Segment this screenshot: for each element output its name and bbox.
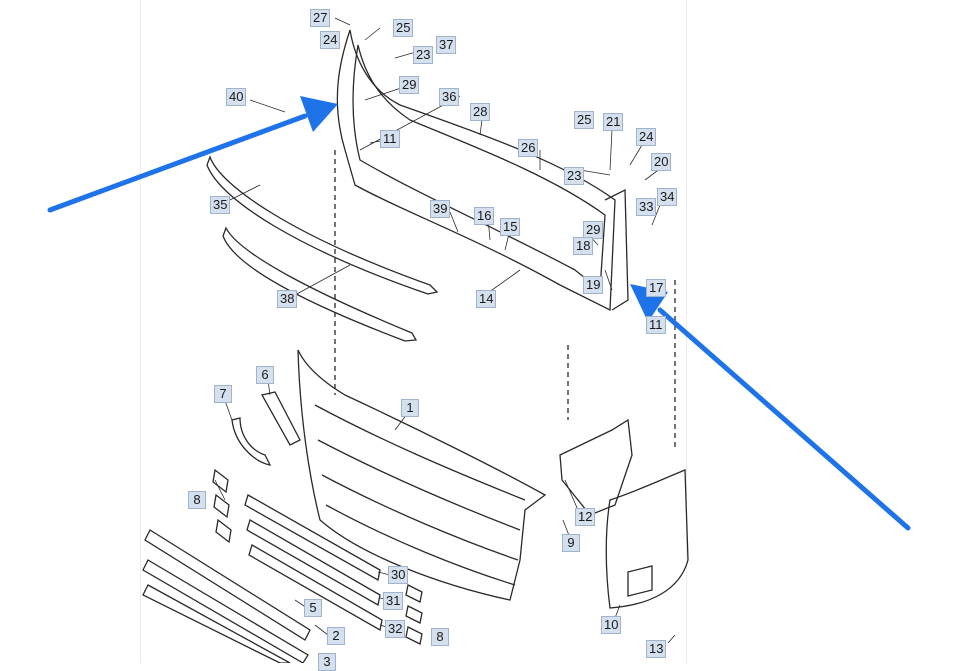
part-label-8: 8	[431, 628, 449, 646]
part-label-10: 10	[601, 616, 622, 634]
part-label-29: 29	[399, 76, 420, 94]
part-label-40: 40	[226, 88, 247, 106]
part-label-37: 37	[436, 36, 457, 54]
part-label-12: 12	[575, 508, 596, 526]
frame-right-post	[604, 188, 629, 311]
clips-right	[405, 584, 423, 645]
part-label-33: 33	[636, 198, 657, 216]
part-label-5: 5	[304, 599, 322, 617]
part-label-34: 34	[657, 188, 678, 206]
part-label-25: 25	[574, 111, 595, 129]
pointer-arrow-right	[630, 284, 911, 531]
part-label-30: 30	[388, 566, 409, 584]
corner-panel-10	[605, 469, 689, 609]
corner-panel-opening	[627, 565, 653, 597]
part-label-21: 21	[603, 113, 624, 131]
part-label-13: 13	[646, 640, 667, 658]
part-label-6: 6	[256, 366, 274, 384]
upper-frame-inner	[352, 44, 606, 292]
grille-slot-2	[317, 439, 521, 531]
parts-diagram-sheet	[140, 0, 687, 663]
part-label-3: 3	[318, 653, 336, 671]
part-label-15: 15	[500, 218, 521, 236]
side-trim-6	[261, 391, 301, 446]
part-label-35: 35	[210, 196, 231, 214]
part-label-25: 25	[393, 19, 414, 37]
lower-trim-bar-4	[142, 584, 291, 663]
part-label-27: 27	[310, 9, 331, 27]
part-label-14: 14	[476, 290, 497, 308]
part-label-32: 32	[385, 620, 406, 638]
pointer-arrow-left	[47, 96, 338, 213]
part-label-7: 7	[214, 385, 232, 403]
alignment-lines	[334, 150, 676, 450]
part-label-16: 16	[474, 207, 495, 225]
part-label-24: 24	[636, 128, 657, 146]
part-label-38: 38	[277, 290, 298, 308]
part-label-8: 8	[188, 491, 206, 509]
part-label-11: 11	[646, 316, 666, 334]
part-label-18: 18	[573, 237, 594, 255]
part-label-26: 26	[518, 139, 539, 157]
part-label-24: 24	[320, 31, 341, 49]
part-label-39: 39	[430, 200, 451, 218]
grille-panel	[297, 349, 547, 601]
part-label-36: 36	[439, 88, 460, 106]
part-label-2: 2	[327, 627, 345, 645]
upper-frame	[336, 29, 616, 312]
part-label-20: 20	[651, 153, 672, 171]
grille-bar-31	[246, 519, 381, 607]
grille-slot-1	[314, 404, 526, 501]
part-label-17: 17	[646, 279, 667, 297]
part-label-1: 1	[401, 399, 419, 417]
part-label-23: 23	[564, 167, 585, 185]
part-label-23: 23	[413, 46, 434, 64]
bracket-12	[559, 418, 633, 516]
part-label-19: 19	[583, 276, 604, 294]
trim-strip-35	[206, 155, 439, 295]
grille-slot-4	[325, 504, 516, 586]
lower-trim-bar-3	[142, 559, 309, 663]
part-label-9: 9	[562, 534, 580, 552]
part-label-31: 31	[383, 592, 404, 610]
trim-strip-38	[222, 226, 418, 342]
grille-bar-32	[248, 544, 383, 632]
part-label-28: 28	[470, 103, 491, 121]
grille-slot-3	[321, 474, 519, 561]
grille-bar-30	[244, 494, 381, 582]
side-trim-7	[231, 417, 272, 466]
part-label-11: 11	[380, 130, 400, 148]
clips-left	[212, 468, 232, 544]
lower-trim-bar-2	[144, 529, 311, 641]
